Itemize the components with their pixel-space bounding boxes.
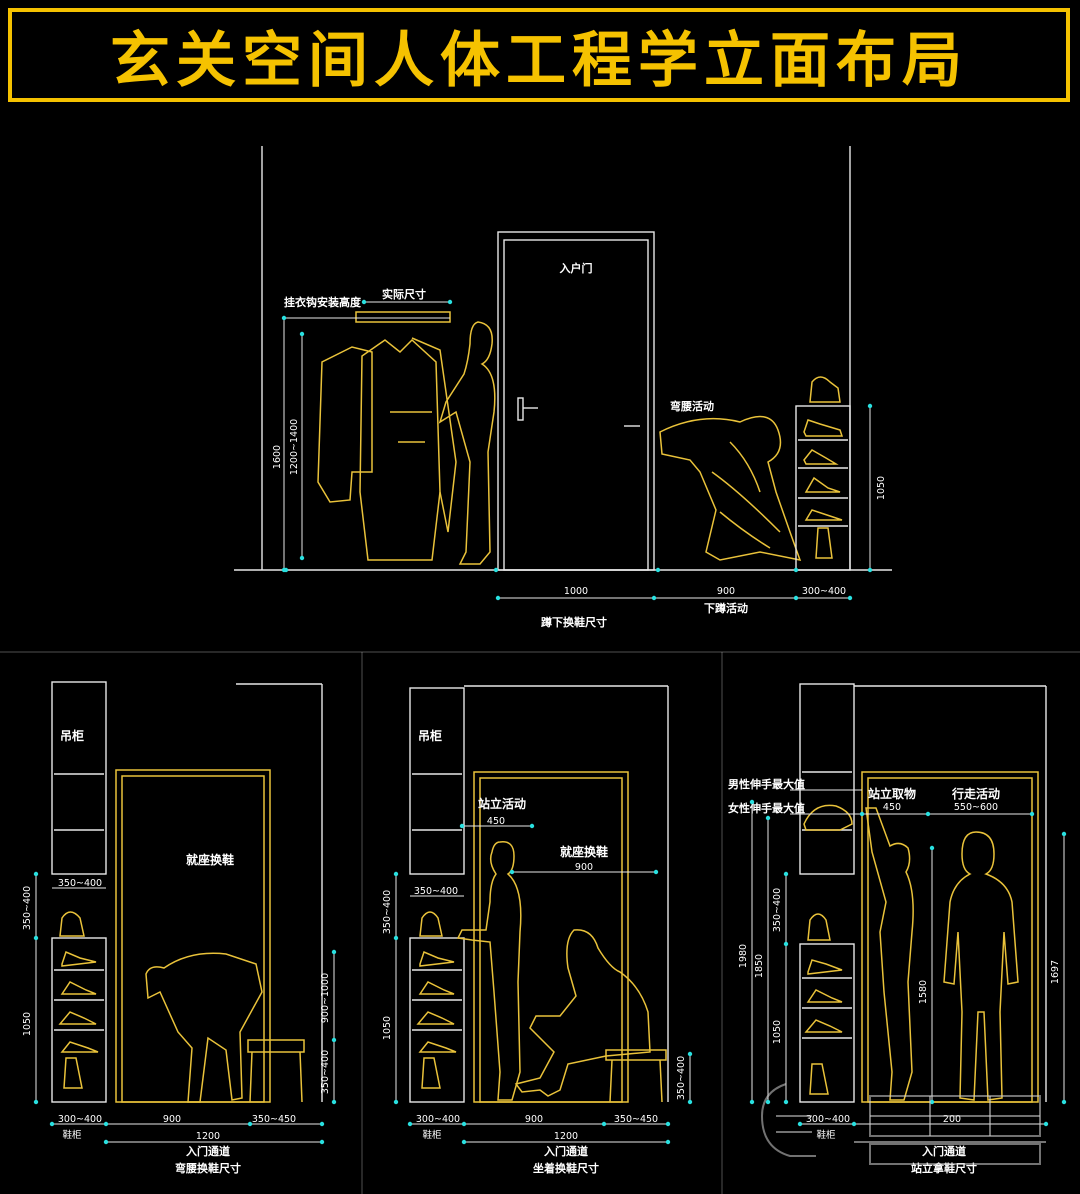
coat-right-icon xyxy=(411,337,457,533)
p2-dim-1050: 1050 xyxy=(382,1016,393,1040)
dim-900: 900 xyxy=(717,586,735,597)
p2-dim-900: 900 xyxy=(525,1114,543,1125)
p3-dim-300-400: 300~400 xyxy=(806,1114,850,1125)
hat-icon xyxy=(803,804,853,831)
coat-left-icon xyxy=(317,346,373,503)
p2-label-sit-change: 就座换鞋 xyxy=(560,844,608,859)
top-elevation: 1600 1200~1400 挂衣钩安装高度 实际尺寸 入户门 弯腰活动 105… xyxy=(234,146,892,629)
panel-1: 吊柜 就座换鞋 350~400 1050 350~400 900~1000 35… xyxy=(22,681,337,1175)
p3-label-female-reach: 女性伸手最大值 xyxy=(728,801,805,815)
p2-dim-350-400-seat: 350~400 xyxy=(676,1056,687,1100)
page-title: 玄关空间人体工程学立面布局 xyxy=(110,25,968,96)
p2-dim-450: 450 xyxy=(487,816,505,827)
bending-person-icon xyxy=(145,952,263,1103)
dim-300-400: 300~400 xyxy=(802,586,846,597)
p2-dim-1200: 1200 xyxy=(554,1131,578,1142)
standing-woman-icon xyxy=(456,841,522,1101)
title-bar: 玄关空间人体工程学立面布局 xyxy=(0,0,1080,112)
p3-dim-200: 200 xyxy=(943,1114,961,1125)
p1-dim-350-400-seat: 350~400 xyxy=(320,1050,331,1094)
p1-dim-900: 900 xyxy=(163,1114,181,1125)
p2-label-stand: 站立活动 xyxy=(478,796,526,811)
dim-1000: 1000 xyxy=(564,586,588,597)
p3-dim-1580: 1580 xyxy=(918,980,929,1004)
label-bend: 弯腰活动 xyxy=(670,399,714,413)
p2-label-shoe-cabinet: 鞋柜 xyxy=(422,1129,442,1141)
p3-label-shoe-cabinet: 鞋柜 xyxy=(816,1129,836,1141)
p1-label-passage: 入门通道 xyxy=(186,1144,230,1158)
caption-panel-1: 弯腰换鞋尺寸 xyxy=(175,1161,241,1175)
dim-1050: 1050 xyxy=(876,476,887,500)
panel-3: 男性伸手最大值 女性伸手最大值 站立取物 行走活动 450 550~600 19… xyxy=(728,683,1067,1175)
panel-2: 吊柜 站立活动 450 就座换鞋 900 350~400 350~400 105… xyxy=(382,685,693,1175)
p2-dim-350-400-v: 350~400 xyxy=(382,890,393,934)
bag-icon xyxy=(809,376,841,403)
dim-1600: 1600 xyxy=(272,445,283,469)
p3-dim-1980: 1980 xyxy=(738,944,749,968)
p1-dim-900-1000: 900~1000 xyxy=(320,973,331,1023)
label-squat: 下蹲活动 xyxy=(704,601,748,615)
p1-dim-350-400-v: 350~400 xyxy=(22,886,33,930)
p1-label-shoe-cabinet: 鞋柜 xyxy=(62,1129,82,1141)
label-sit-change: 就座换鞋 xyxy=(186,852,234,867)
p3-dim-450: 450 xyxy=(883,802,901,813)
label-door: 入户门 xyxy=(560,261,593,275)
p2-dim-350-400-top: 350~400 xyxy=(414,886,458,897)
elevation-drawing: 1600 1200~1400 挂衣钩安装高度 实际尺寸 入户门 弯腰活动 105… xyxy=(0,146,1080,1194)
caption-panel-2: 坐着换鞋尺寸 xyxy=(533,1161,599,1175)
walking-man-icon xyxy=(943,831,1019,1101)
p3-dim-1697: 1697 xyxy=(1050,960,1061,984)
title-frame: 玄关空间人体工程学立面布局 xyxy=(8,8,1070,102)
shoe-icon xyxy=(803,419,844,559)
label-actual-size: 实际尺寸 xyxy=(382,287,426,301)
p3-label-passage: 入门通道 xyxy=(922,1144,966,1158)
p2-label-hang-cabinet: 吊柜 xyxy=(418,728,442,743)
dim-1200-1400: 1200~1400 xyxy=(289,419,300,475)
p3-dim-350-400: 350~400 xyxy=(772,888,783,932)
bending-person-icon xyxy=(659,415,802,561)
p1-dim-350-400-top: 350~400 xyxy=(58,878,102,889)
p2-label-passage: 入门通道 xyxy=(544,1144,588,1158)
panel-separators xyxy=(0,651,1080,1194)
watermark-logo xyxy=(760,1083,1041,1165)
p3-dim-550-600: 550~600 xyxy=(954,802,998,813)
p3-label-walk: 行走活动 xyxy=(951,786,1000,801)
p3-label-stand-take: 站立取物 xyxy=(868,786,916,801)
p2-dim-900-top: 900 xyxy=(575,862,593,873)
p1-dim-1050: 1050 xyxy=(22,1012,33,1036)
woman-figure-icon xyxy=(438,321,496,565)
p3-label-male-reach: 男性伸手最大值 xyxy=(728,777,805,791)
sitting-woman-icon xyxy=(514,929,651,1097)
label-coat-hook: 挂衣钩安装高度 xyxy=(284,295,362,309)
coat-center-icon xyxy=(359,338,441,561)
caption-top: 蹲下换鞋尺寸 xyxy=(541,615,607,629)
p1-dim-350-450: 350~450 xyxy=(252,1114,296,1125)
p3-dim-1050: 1050 xyxy=(772,1020,783,1044)
p2-dim-300-400: 300~400 xyxy=(416,1114,460,1125)
reaching-woman-icon xyxy=(865,807,914,1101)
p1-dim-300-400: 300~400 xyxy=(58,1114,102,1125)
label-hang-cabinet: 吊柜 xyxy=(60,728,84,743)
p3-dim-1850: 1850 xyxy=(754,954,765,978)
p2-dim-350-450: 350~450 xyxy=(614,1114,658,1125)
p1-dim-1200: 1200 xyxy=(196,1131,220,1142)
